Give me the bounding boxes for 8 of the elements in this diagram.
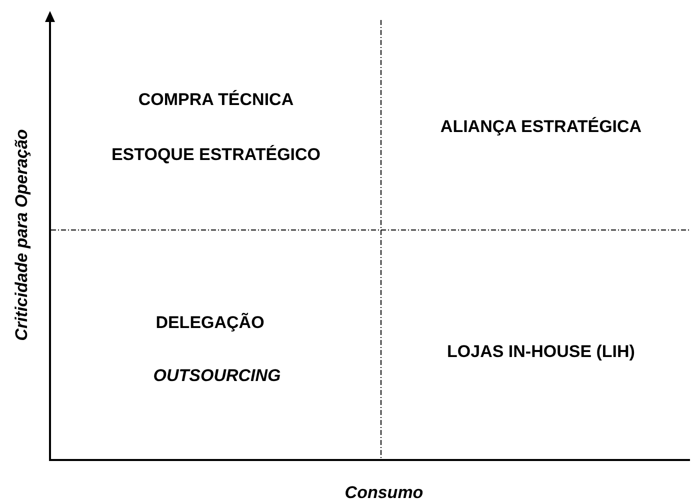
axis-title: Consumo bbox=[344, 483, 424, 502]
quadrant-label: ALIANÇA ESTRATÉGICA bbox=[440, 117, 642, 137]
quadrant-label: COMPRA TÉCNICA bbox=[138, 90, 294, 110]
quadrant-label: LOJAS IN-HOUSE (LIH) bbox=[447, 342, 635, 362]
quadrant-label: DELEGAÇÃO bbox=[156, 313, 264, 333]
quadrant-label: ESTOQUE ESTRATÉGICO bbox=[111, 145, 321, 165]
axis-title: Criticidade para Operação bbox=[12, 129, 32, 341]
quadrant-label: OUTSOURCING bbox=[153, 366, 281, 386]
